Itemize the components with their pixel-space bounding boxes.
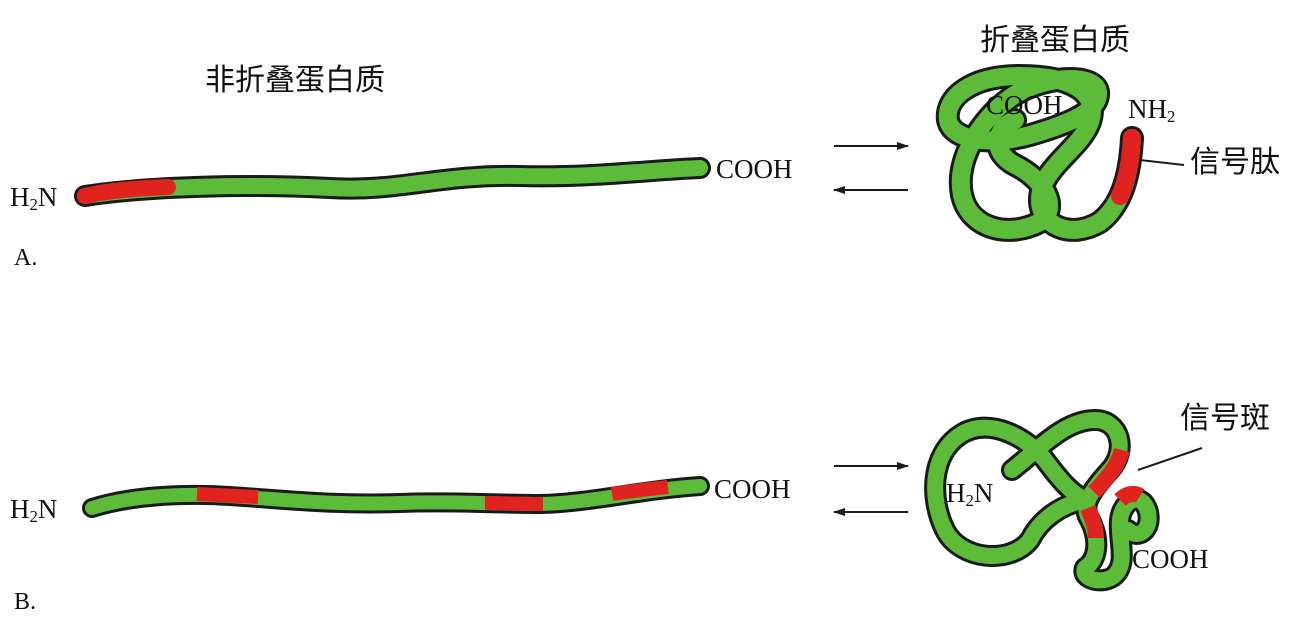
n-terminus-label-a: H2N <box>10 182 58 215</box>
signal-patch-leader-line <box>1137 447 1203 471</box>
signal-patch-segment-3 <box>610 480 669 501</box>
signal-patch-segment-1 <box>196 487 259 504</box>
c-terminus-label-b: COOH <box>714 474 791 504</box>
unfolded-chain-a <box>74 157 711 207</box>
folded-c-terminus-label-a: COOH <box>986 90 1063 120</box>
signal-patch-label: 信号斑 <box>1180 401 1270 436</box>
folded-signal-patch-3 <box>1114 485 1145 506</box>
folded-signal-patch-2 <box>1080 505 1104 539</box>
c-terminus-label-a: COOH <box>716 154 793 184</box>
folded-c-terminus-label-b: COOH <box>1132 544 1209 574</box>
folded-signal-peptide-segment <box>1111 129 1141 205</box>
folded-n-terminus-label-b: H2N <box>946 478 994 511</box>
folded-protein-title: 折叠蛋白质 <box>980 23 1130 58</box>
signal-peptide-segment <box>77 179 176 204</box>
panel-a-label: A. <box>14 245 38 271</box>
n-terminus-label-b: H2N <box>10 494 58 527</box>
folded-protein-b <box>924 409 1160 592</box>
signal-patch-segment-2 <box>484 496 544 511</box>
signal-peptide-leader-line <box>1139 159 1185 166</box>
folded-n-terminus-label-a: NH2 <box>1128 94 1176 127</box>
unfolded-chain-b <box>82 476 710 518</box>
panel-b-label: B. <box>14 589 37 615</box>
folded-signal-patch-1 <box>1088 447 1130 498</box>
folded-protein-a <box>935 64 1144 242</box>
signal-peptide-label: 信号肽 <box>1190 145 1280 180</box>
unfolded-protein-title: 非折叠蛋白质 <box>205 63 385 98</box>
